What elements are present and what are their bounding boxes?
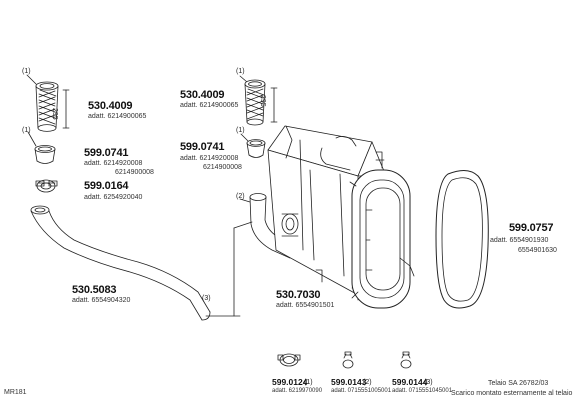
adapt-clamp-left: adatt. 6254920040 (84, 194, 143, 201)
part-number-clamp-b: 599.0143 (331, 377, 367, 387)
adapt-pipe-top-left: adatt. 6214900065 (88, 113, 147, 120)
straight-pipe-mid-drawing (239, 75, 278, 126)
clamp-c-drawing (400, 351, 412, 369)
part-number-clamp-left: 599.0164 (84, 180, 129, 192)
adapt-sleeve-left-2: 6214900008 (115, 169, 154, 176)
ref-pipe-top-left: (1) (22, 68, 31, 75)
adapt-clamp-a: adatt. 6219970090 (272, 388, 323, 394)
part-number-pipe-top-left: 530.4009 (88, 100, 133, 112)
cover-plate-drawing (435, 170, 489, 309)
part-number-sleeve-left: 599.0741 (84, 147, 129, 159)
ref-pipe-bent: (3) (202, 295, 211, 302)
ref-clamp-b: (2) (363, 379, 372, 386)
adapt-pipe-bent: adatt. 6554904320 (72, 297, 131, 304)
drawing-code: MR181 (4, 389, 27, 396)
adapt-sleeve-mid-2: 6214900008 (203, 164, 242, 171)
ref-pipe-top-mid: (1) (236, 68, 245, 75)
part-number-pipe-top-mid: 530.4009 (180, 89, 225, 101)
adapt-cover-2: 6554901630 (518, 247, 557, 254)
part-number-cover: 599.0757 (509, 222, 554, 234)
part-number-clamp-a: 599.0124 (272, 377, 308, 387)
part-number-pipe-bent: 530.5083 (72, 284, 117, 296)
part-number-sleeve-mid: 599.0741 (180, 141, 225, 153)
adapt-clamp-c: adatt. 0715551045001 (392, 388, 453, 394)
chassis-label: Telaio SA 26782/03 (488, 380, 549, 387)
muffler-end-drawing (349, 169, 415, 309)
sleeve-mid-drawing (240, 133, 266, 158)
adapt-sleeve-left-1: adatt. 6214920008 (84, 160, 143, 167)
dimension-pipe-top-left: 295 (51, 108, 58, 120)
mounting-note: Scarico montato esternamente al telaio (451, 390, 573, 397)
adapt-pipe-top-mid: adatt. 6214900065 (180, 102, 239, 109)
ref-clamp-a: (1) (304, 379, 313, 386)
straight-pipe-left-drawing (26, 74, 70, 132)
ref-sleeve-mid: (1) (236, 127, 245, 134)
bent-pipe-drawing (30, 205, 241, 321)
sleeve-left-drawing (27, 131, 56, 164)
clamp-left-drawing (35, 179, 58, 193)
muffler-drawing (267, 125, 387, 301)
part-number-clamp-c: 599.0144 (392, 377, 428, 387)
adapt-muffler: adatt. 6554901501 (276, 302, 335, 309)
ref-sleeve-left: (1) (22, 127, 31, 134)
ref-elbow: (2) (236, 193, 245, 200)
adapt-cover-1: adatt. 6554901930 (490, 237, 549, 244)
adapt-clamp-b: adatt. 0715551005001 (331, 388, 392, 394)
part-number-muffler: 530.7030 (276, 289, 321, 301)
clamp-b-drawing (342, 351, 354, 369)
clamp-a-drawing (277, 353, 301, 367)
ref-clamp-c: (3) (424, 379, 433, 386)
dimension-pipe-top-mid: 295 (259, 95, 266, 107)
adapt-sleeve-mid-1: adatt. 6214920008 (180, 155, 239, 162)
